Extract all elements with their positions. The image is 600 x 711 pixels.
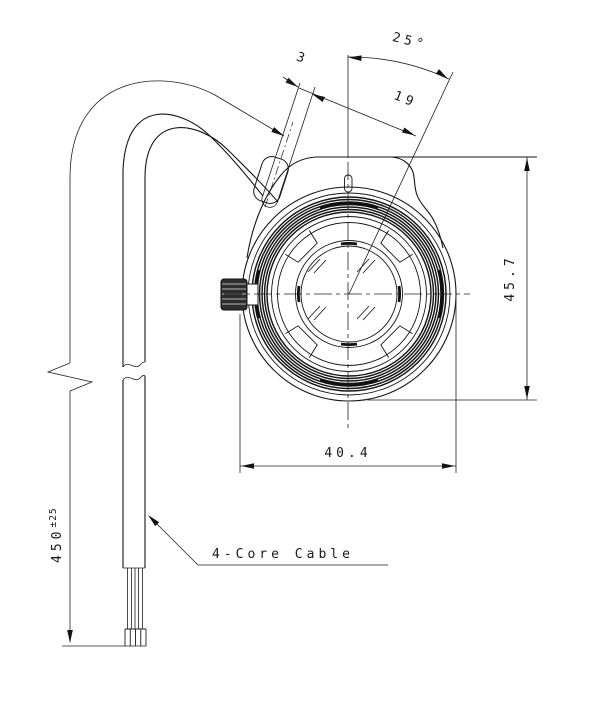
cable-offset-value: 19 [392,88,420,111]
cable-label: 4-Core Cable [212,547,354,562]
length-dim-path [69,80,285,363]
cable-label-callout: 4-Core Cable [148,515,388,566]
angle-arc [347,56,450,80]
body-right-shoulder [391,156,444,249]
dimension-cable-diameter: 3 [282,50,310,88]
cable-inner-edge [144,127,279,362]
cable-leader-line [149,516,388,566]
dimension-head-width: 40.4 [239,300,457,473]
cable-length-value: 450±25 [48,507,65,563]
angle-value: 25° [391,30,429,53]
thumbscrew-knob [220,278,259,311]
dimension-cable-offset: 19 [298,87,420,137]
cable-axis-centerline [264,121,294,208]
cable [122,82,316,646]
head-width-value: 40.4 [324,446,371,461]
bayonet-tabs [285,230,413,358]
cable-tube-tip [261,197,278,208]
dimension-head-height: 45.7 [367,157,537,401]
tilted-axis-line [348,71,454,295]
lens-front-view [220,71,537,432]
body-left-shoulder [246,156,317,259]
length-dim-break [46,362,94,392]
cable-diameter-value: 3 [294,50,310,68]
dimension-cable-length: 450±25 [46,80,285,647]
cable-break-lower [122,374,146,381]
cable-wires [127,568,143,629]
cable-break-upper [122,361,146,368]
cable-boot [253,156,289,204]
cable-tube-left-edge [261,82,301,199]
glass-hatch-marks [307,258,376,321]
cable-outer-edge [122,113,264,367]
cable-wire-tips [124,628,147,646]
head-height-value: 45.7 [503,254,518,301]
cable-tube-right-edge [276,86,316,204]
